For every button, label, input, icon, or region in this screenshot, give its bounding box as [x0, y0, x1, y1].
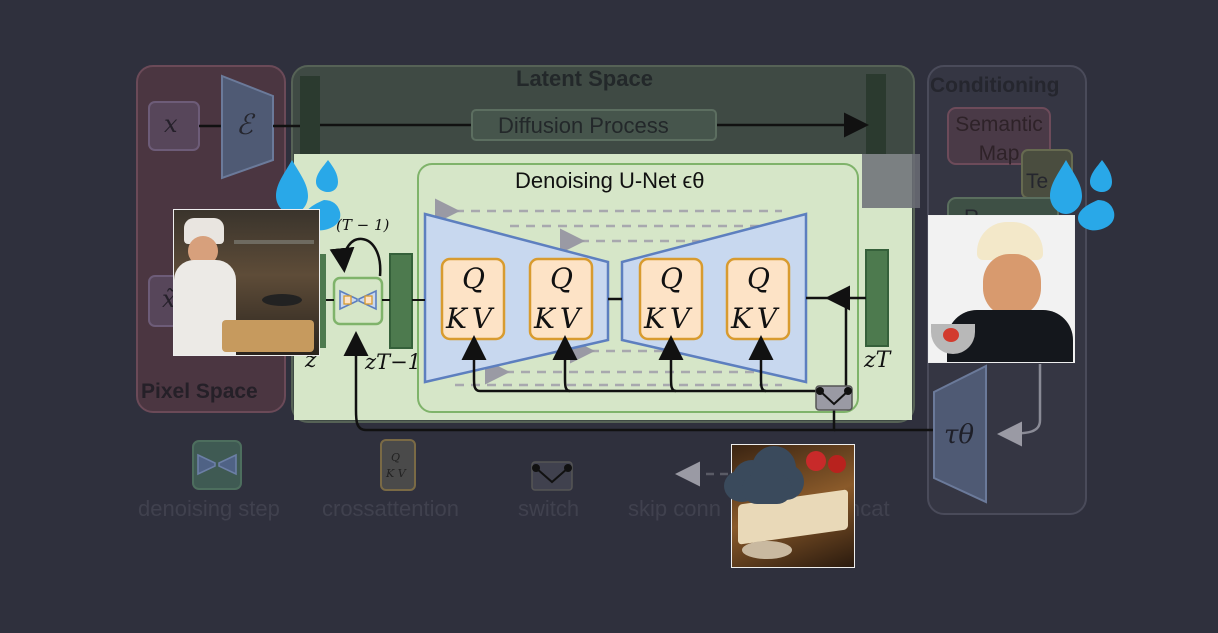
encoder-symbol: ℰ — [236, 108, 253, 141]
z-t-symbol: zT — [864, 348, 891, 373]
attention-kv-label: K V — [534, 302, 580, 335]
legend-switch: switch — [518, 496, 580, 521]
legend-q: Q — [391, 451, 401, 464]
attention-q-label: Q — [462, 262, 485, 295]
tau-trapezoid — [933, 364, 987, 504]
droplet-icon-right — [1050, 160, 1115, 231]
semantic-map-label: Semantic Map — [955, 113, 1043, 165]
attention-blocks — [440, 257, 791, 341]
zt-overlay — [862, 154, 920, 208]
tau-symbol: τθ — [944, 420, 975, 450]
legend-skip-connection: skip conn — [628, 496, 721, 521]
latent-bar-zt-top — [866, 74, 886, 170]
x-tilde-symbol: x̃ — [162, 285, 176, 313]
droplet-icon-left — [276, 160, 341, 231]
t-minus-1-label: (T − 1) — [336, 216, 390, 234]
attention-q-label: Q — [660, 262, 683, 295]
unet-title: Denoising U-Net ϵθ — [515, 168, 705, 193]
attention-kv-label: K V — [731, 302, 777, 335]
diffusion-process-label: Diffusion Process — [498, 113, 669, 138]
diffusion-process-box — [471, 109, 717, 141]
latent-space-title: Latent Space — [516, 66, 653, 91]
legend-crossattention: crossattention — [322, 496, 459, 521]
pixel-space-title: Pixel Space — [141, 380, 258, 403]
z-t-minus-1-symbol: zT−1 — [365, 350, 422, 374]
z-symbol: z — [305, 348, 317, 373]
legend-switch-icon — [531, 461, 573, 491]
legend-denoising-icon — [192, 440, 242, 490]
encoder-trapezoid — [221, 74, 274, 180]
loop-arrow — [329, 237, 382, 277]
conditioning-title: Conditioning — [930, 74, 1060, 97]
attention-kv-label: K V — [644, 302, 690, 335]
switch-box — [815, 385, 853, 411]
attention-q-label: Q — [550, 262, 573, 295]
legend-kv: K V — [386, 467, 406, 480]
attention-q-label: Q — [747, 262, 770, 295]
smiling-chef-photo — [928, 215, 1075, 363]
text-label: Te — [1026, 170, 1049, 193]
chef-cooking-photo — [173, 209, 320, 356]
cloud-icon — [722, 440, 806, 506]
attention-kv-label: K V — [446, 302, 492, 335]
latent-bar-zt — [865, 249, 889, 347]
legend-denoising-step: denoising step — [138, 496, 280, 521]
latent-bar-z — [318, 254, 326, 348]
latent-bar-zt-1 — [389, 253, 413, 349]
legend-crossattention-icon — [380, 439, 416, 491]
x-symbol: x — [164, 110, 178, 138]
